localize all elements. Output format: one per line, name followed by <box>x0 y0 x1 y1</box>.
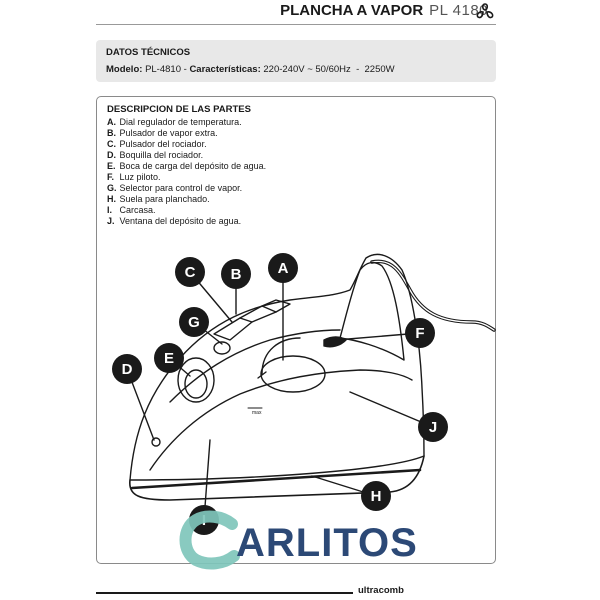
model-label: Modelo: <box>106 64 143 75</box>
svg-text:D: D <box>122 361 133 378</box>
features-value: 220-240V ~ 50/60Hz - 2250W <box>263 64 395 75</box>
callout-b: B <box>221 259 251 289</box>
svg-text:E: E <box>164 350 174 367</box>
footer-brand: ultracomb <box>358 585 404 596</box>
callout-j: J <box>418 412 448 442</box>
svg-text:H: H <box>371 488 382 505</box>
specs-line: Modelo: PL-4810 - Características: 220-2… <box>106 64 395 75</box>
list-item: J. Ventana del depósito de agua. <box>107 216 242 226</box>
svg-text:G: G <box>188 314 200 331</box>
product-model: PL 4180 <box>429 2 488 19</box>
features-label: Características: <box>189 64 261 75</box>
svg-text:A: A <box>278 260 289 277</box>
callout-c: C <box>175 257 205 287</box>
watermark-text: ARLITOS <box>236 521 418 565</box>
callout-d: D <box>112 354 142 384</box>
list-item: A. Dial regulador de temperatura. <box>107 117 242 127</box>
header-rule <box>96 24 496 25</box>
parts-list: A. Dial regulador de temperatura. B. Pul… <box>107 117 266 227</box>
callout-h: H <box>361 481 391 511</box>
svg-text:C: C <box>185 264 196 281</box>
svg-text:J: J <box>429 419 437 436</box>
callout-g: G <box>179 307 209 337</box>
callout-f: F <box>405 318 435 348</box>
model-value: PL-4810 <box>145 64 181 75</box>
brand-logo-icon <box>476 3 494 19</box>
specs-heading: DATOS TÉCNICOS <box>106 47 191 58</box>
page-title: PLANCHA A VAPOR PL 4180 <box>280 2 488 19</box>
page-header: PLANCHA A VAPOR PL 4180 <box>0 0 600 24</box>
svg-text:F: F <box>415 325 424 342</box>
product-name: PLANCHA A VAPOR <box>280 2 424 19</box>
list-item: H. Suela para planchado. <box>107 194 210 204</box>
list-item: F. Luz piloto. <box>107 172 161 182</box>
callout-e: E <box>154 343 184 373</box>
specs-box: DATOS TÉCNICOS Modelo: PL-4810 - Caracte… <box>96 40 496 82</box>
list-item: G. Selector para control de vapor. <box>107 183 243 193</box>
list-item: I. Carcasa. <box>107 205 156 215</box>
parts-heading: DESCRIPCION DE LAS PARTES <box>107 104 251 115</box>
callout-a: A <box>268 253 298 283</box>
watermark-c-icon <box>179 510 240 570</box>
max-mark-label: max <box>252 410 262 416</box>
list-item: B. Pulsador de vapor extra. <box>107 128 218 138</box>
list-item: D. Boquilla del rociador. <box>107 150 204 160</box>
watermark: ARLITOS <box>179 510 418 570</box>
svg-text:B: B <box>231 266 242 283</box>
list-item: E. Boca de carga del depósito de agua. <box>107 161 267 171</box>
list-item: C. Pulsador del rociador. <box>107 139 207 149</box>
footer-rule <box>96 592 353 594</box>
